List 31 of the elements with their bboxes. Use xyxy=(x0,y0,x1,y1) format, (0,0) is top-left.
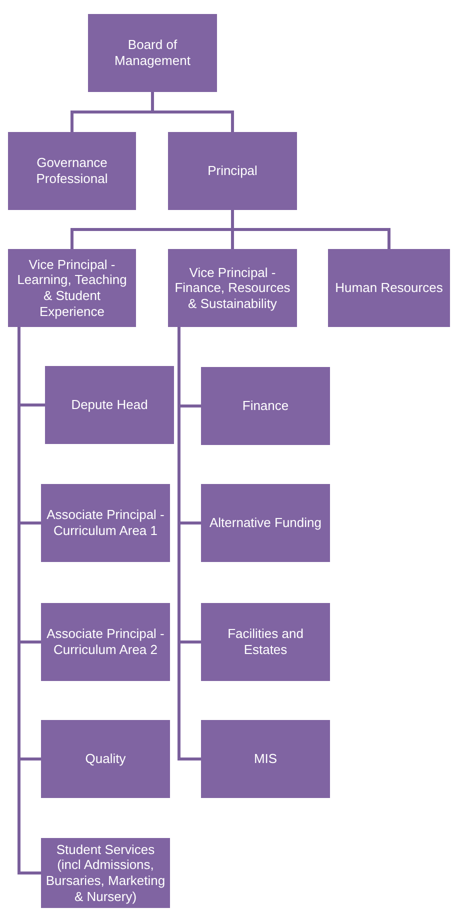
org-box xyxy=(168,132,297,210)
role-title: Board of Management xyxy=(114,37,192,69)
org-box xyxy=(201,484,330,562)
role-title: Associate Principal - Curriculum Area 2 xyxy=(46,626,166,658)
role-title: Depute Head xyxy=(71,397,148,413)
org-box xyxy=(168,249,297,327)
role-title: Alternative Funding xyxy=(209,515,322,531)
role-title: Vice Principal - Learning, Teaching & Student Experience xyxy=(16,256,128,320)
org-box xyxy=(41,603,170,681)
role-title: Quality xyxy=(85,751,126,767)
role-title: Human Resources xyxy=(335,280,443,296)
org-box xyxy=(201,367,330,445)
org-box xyxy=(201,603,330,681)
role-title: Principal xyxy=(208,163,258,179)
role-title: Associate Principal - Curriculum Area 1 xyxy=(46,507,166,539)
connector-line xyxy=(178,327,201,760)
role-title: Governance Professional xyxy=(35,155,109,187)
org-box xyxy=(201,720,330,798)
org-box xyxy=(45,366,174,444)
role-title: Finance xyxy=(242,398,289,414)
org-box xyxy=(328,249,450,327)
role-title: MIS xyxy=(254,751,278,767)
role-title: Vice Principal - Finance, Resources & Sustainability xyxy=(174,264,292,312)
org-box xyxy=(8,249,136,327)
org-box xyxy=(41,720,170,798)
org-box xyxy=(41,484,170,562)
connector-line xyxy=(151,92,234,132)
role-title: Student Services (incl Admissions, Bursaries, Marketing & Nursery) xyxy=(45,842,166,904)
role-title: Facilities and Estates xyxy=(226,626,304,658)
org-box xyxy=(88,14,217,92)
org-box xyxy=(8,132,136,210)
